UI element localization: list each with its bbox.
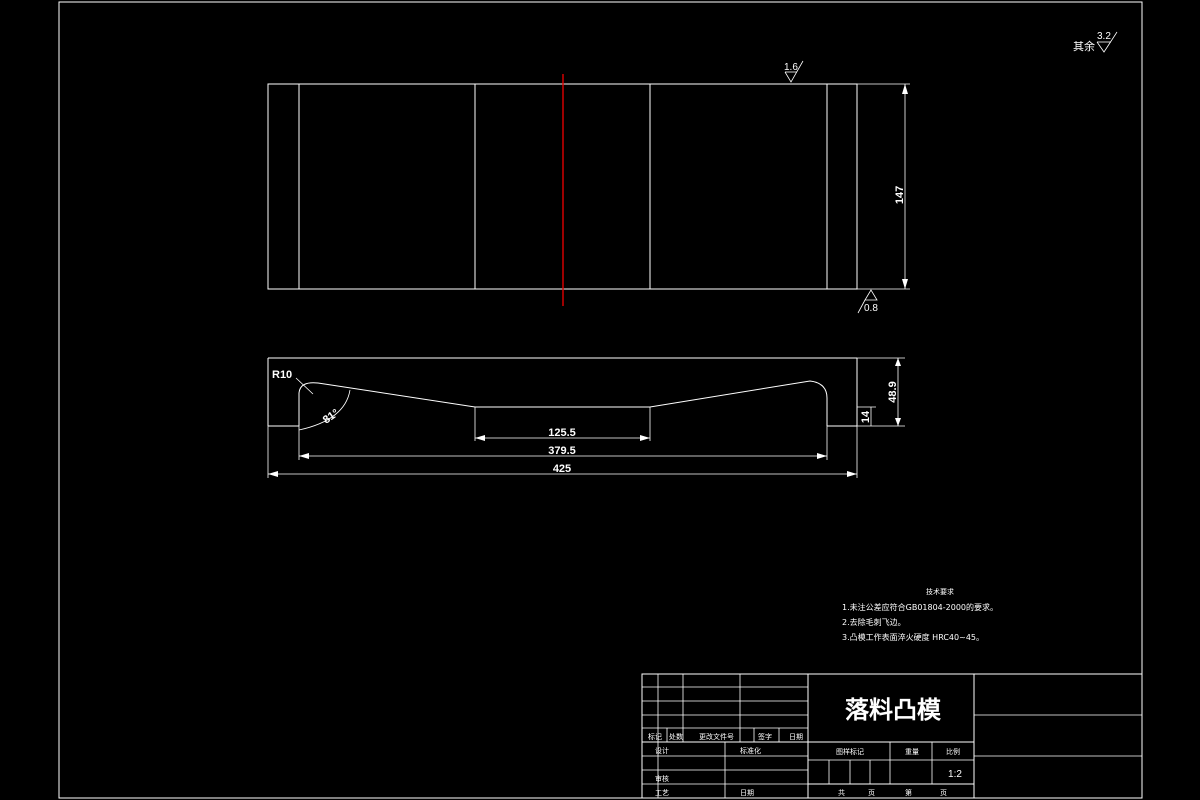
svg-text:比例: 比例: [946, 747, 960, 756]
dim-step-14: 14: [860, 410, 872, 423]
dim-radius-r10: R10: [272, 369, 292, 381]
note-line-2: 2.去除毛刺飞边。: [842, 617, 906, 627]
svg-text:共: 共: [838, 788, 845, 797]
svg-text:设计: 设计: [655, 746, 669, 755]
punch-profile: [298, 380, 828, 426]
top-view: 147 1.6 0.8: [267, 60, 910, 314]
general-roughness-symbol: 其余 3.2: [1073, 31, 1118, 53]
roughness-prefix-label: 其余: [1073, 39, 1095, 53]
roughness-bottom-value: 0.8: [864, 303, 878, 314]
dim-span-379-5: 379.5: [548, 445, 576, 457]
dim-overall-425: 425: [553, 463, 571, 475]
roughness-check-icon: [1096, 31, 1118, 53]
scale-value: 1:2: [948, 769, 962, 780]
svg-text:审核: 审核: [655, 774, 669, 783]
roughness-top-icon: [784, 60, 804, 83]
dim-inner-125-5: 125.5: [548, 427, 576, 439]
svg-text:日期: 日期: [789, 733, 803, 741]
svg-text:重量: 重量: [905, 748, 919, 756]
part-name: 落料凸模: [845, 696, 942, 724]
svg-text:日期: 日期: [740, 789, 754, 797]
note-line-3: 3.凸模工作表面淬火硬度 HRC40~45。: [842, 632, 984, 642]
dim-height-147: 147: [894, 186, 906, 204]
note-line-1: 1.未注公差应符合GB01804-2000的要求。: [842, 602, 998, 612]
svg-text:工艺: 工艺: [655, 789, 669, 797]
title-block: 标记 处数 更改文件号 签字 日期 设计 标准化 审核 工艺 日期 落料凸模 图…: [641, 673, 1143, 799]
svg-text:标准化: 标准化: [740, 746, 761, 755]
notes-heading: 技术要求: [926, 587, 954, 596]
dim-angle-81: 81°: [321, 407, 342, 426]
profile-view: R10 81° 48.9 14 125.5 379.5 425: [267, 357, 905, 478]
svg-text:第: 第: [905, 788, 912, 797]
roughness-bottom-icon: [864, 289, 878, 301]
svg-text:图样标记: 图样标记: [836, 747, 864, 756]
svg-text:页: 页: [868, 789, 875, 797]
roughness-top-value: 1.6: [784, 62, 798, 73]
roughness-general-value: 3.2: [1097, 31, 1111, 42]
drawing-border: [58, 1, 1143, 799]
dim-height-48-9: 48.9: [887, 381, 899, 402]
svg-text:页: 页: [940, 789, 947, 797]
svg-text:标记: 标记: [648, 732, 662, 741]
svg-text:处数: 处数: [669, 732, 683, 741]
svg-text:更改文件号: 更改文件号: [699, 732, 734, 741]
svg-text:签字: 签字: [758, 732, 772, 741]
technical-notes: 技术要求 1.未注公差应符合GB01804-2000的要求。 2.去除毛刺飞边。…: [842, 587, 998, 642]
